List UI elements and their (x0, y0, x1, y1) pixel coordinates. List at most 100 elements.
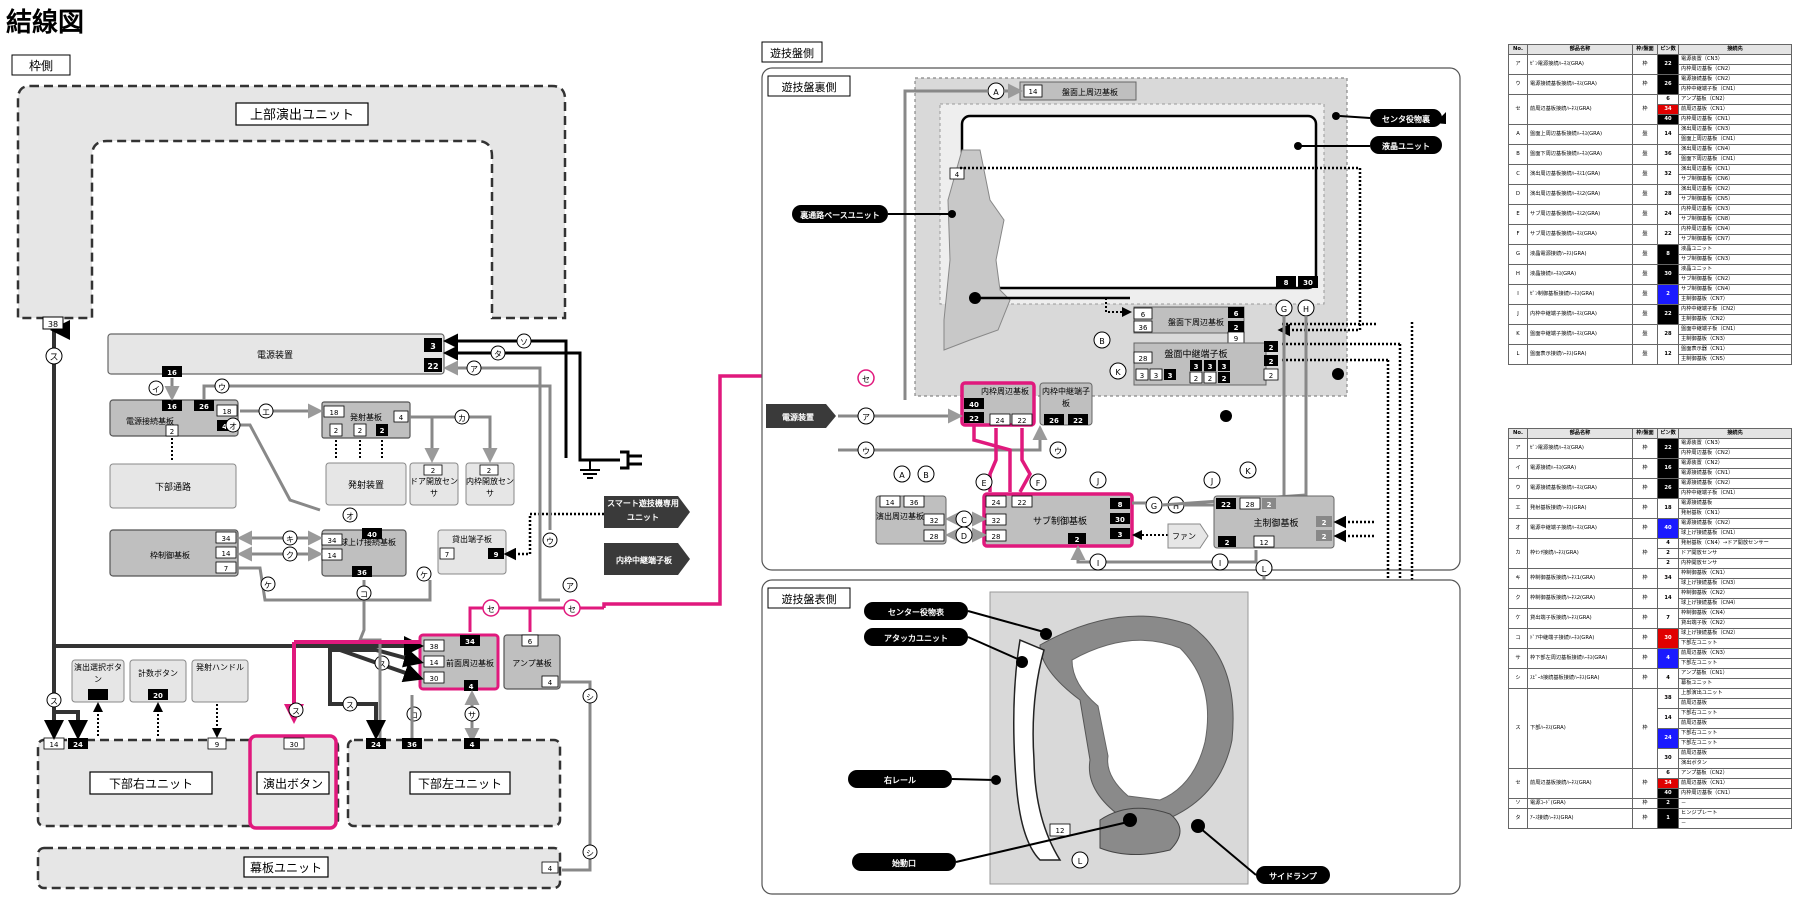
svg-text:ア: ア (470, 365, 478, 374)
cell-pins: 14 (1657, 588, 1679, 609)
cell-dest: サブ制御基板（CN6） (1678, 174, 1792, 185)
svg-text:センター役物表: センター役物表 (888, 607, 945, 617)
cell-dest: アンプ基板（CN1） (1678, 668, 1792, 679)
cell-no: カ (1508, 538, 1528, 569)
cell-dest: 内枠周辺基板（CN1） (1678, 114, 1792, 125)
cell-no: ウ (1508, 478, 1528, 499)
cell-name: 貸出端子板接続ﾊｰﾈｽ(GRA) (1527, 608, 1633, 629)
cell-pins: 24 (1657, 728, 1679, 749)
cell-no: E (1508, 204, 1528, 225)
cell-side: 枠 (1632, 768, 1658, 799)
cell-name: 電源接続基板接続ﾊｰﾈｽ(GRA) (1527, 74, 1633, 95)
svg-text:E: E (981, 479, 986, 488)
cell-pins: 22 (1657, 224, 1679, 245)
top-unit-label-box (235, 102, 369, 126)
cell-pins: 38 (1657, 688, 1679, 709)
cell-dest: 前周辺基板（CN1） (1678, 778, 1792, 789)
top-unit-shape (16, 84, 567, 320)
cell-no: G (1508, 244, 1528, 265)
svg-text:20: 20 (153, 692, 163, 700)
power-device2-tag (766, 404, 836, 428)
svg-text:2: 2 (431, 467, 435, 475)
cell-name: 演出周辺基板接続ﾊｰﾈｽ1(GRA) (1527, 164, 1633, 185)
svg-text:3: 3 (1168, 372, 1173, 380)
svg-text:盤面中継端子板: 盤面中継端子板 (1164, 348, 1227, 360)
cell-pins: 4 (1657, 668, 1679, 689)
cell-dest: 内枠中継端子板（CN1） (1678, 84, 1792, 95)
svg-text:2: 2 (1222, 375, 1227, 383)
cell-pins: 22 (1657, 304, 1679, 325)
svg-text:28: 28 (930, 533, 939, 541)
svg-text:イ: イ (152, 385, 160, 394)
svg-text:2: 2 (487, 467, 491, 475)
cell-no: C (1508, 164, 1528, 185)
svg-text:セ: セ (862, 375, 870, 384)
svg-text:2: 2 (1322, 519, 1327, 527)
svg-text:36: 36 (1139, 324, 1148, 332)
svg-text:A: A (993, 88, 999, 97)
cell-name: 盤面中継端子接続ﾊｰﾈｽ(GRA) (1527, 324, 1633, 345)
frame-section-box (11, 54, 71, 76)
svg-text:前面周辺基板: 前面周辺基板 (446, 658, 494, 668)
cell-name: 電源ｺｰﾄﾞ(GRA) (1527, 798, 1633, 809)
svg-text:2: 2 (380, 427, 385, 435)
svg-text:34: 34 (222, 535, 231, 543)
svg-text:40: 40 (969, 401, 979, 409)
cell-pins: 14 (1657, 708, 1679, 729)
cell-name: サブ周辺基板接続ﾊｰﾈｽ(GRA) (1527, 224, 1633, 245)
svg-text:24: 24 (996, 417, 1005, 425)
cell-dest: サブ制御基板（CN2） (1678, 274, 1792, 285)
cell-no: キ (1508, 568, 1528, 589)
cell-name: サブ周辺基板接続ﾊｰﾈｽ2(GRA) (1527, 204, 1633, 225)
cell-pins: 6 (1657, 94, 1679, 105)
cell-pins: 40 (1657, 788, 1679, 799)
svg-text:L: L (1262, 565, 1267, 574)
table-row: － (1509, 818, 1792, 829)
svg-text:B: B (1099, 337, 1105, 346)
cell-name: 枠制御基板接続ﾊｰﾈｽ2(GRA) (1527, 588, 1633, 609)
cell-dest: サブ制御基板（CN8） (1678, 214, 1792, 225)
svg-text:2: 2 (1234, 324, 1239, 332)
cell-name: 電源接続ﾊｰﾈｽ(GRA) (1527, 458, 1633, 479)
cell-dest: サブ制御基板（CN5） (1678, 194, 1792, 205)
svg-text:3: 3 (1154, 372, 1158, 380)
cell-side: 枠 (1632, 74, 1658, 95)
cell-pins: 8 (1657, 244, 1679, 265)
svg-text:幕板ユニット: 幕板ユニット (250, 861, 322, 875)
cell-side: 枠 (1632, 518, 1658, 539)
cell-no: セ (1508, 768, 1528, 799)
cell-dest: 電源接続基板（CN1） (1678, 468, 1792, 479)
svg-text:I: I (1219, 559, 1221, 568)
svg-text:右レール: 右レール (883, 775, 916, 785)
cell-dest: 電源装置（CN2） (1678, 458, 1792, 469)
cell-pins: 28 (1657, 324, 1679, 345)
cell-no: I (1508, 284, 1528, 305)
cell-dest: 内枠周辺基板（CN3） (1678, 204, 1792, 215)
svg-text:22: 22 (969, 415, 979, 423)
svg-text:A: A (899, 471, 905, 480)
cell-side: 枠 (1632, 628, 1658, 649)
svg-text:盤面下周辺基板: 盤面下周辺基板 (1168, 317, 1224, 327)
svg-text:36: 36 (407, 741, 417, 749)
svg-text:下部左ユニット: 下部左ユニット (418, 776, 502, 791)
svg-text:2: 2 (1269, 358, 1274, 366)
cell-dest: 電源接続基板（CN2） (1678, 74, 1792, 85)
cell-dest: 内枠周辺基板（CN2） (1678, 64, 1792, 75)
cell-dest: 下部右ユニット (1678, 708, 1792, 719)
cell-dest: 内枠周辺基板（CN1） (1678, 788, 1792, 799)
svg-text:ウ: ウ (546, 537, 554, 546)
svg-text:2: 2 (358, 427, 362, 435)
cell-side: 枠 (1632, 438, 1658, 459)
cell-name: 枠下部左周辺基板接続ﾊｰﾈｽ(GRA) (1527, 648, 1633, 669)
cell-side: 枠 (1632, 588, 1658, 609)
cell-pins: 24 (1657, 204, 1679, 225)
cell-side: 盤 (1632, 244, 1658, 265)
